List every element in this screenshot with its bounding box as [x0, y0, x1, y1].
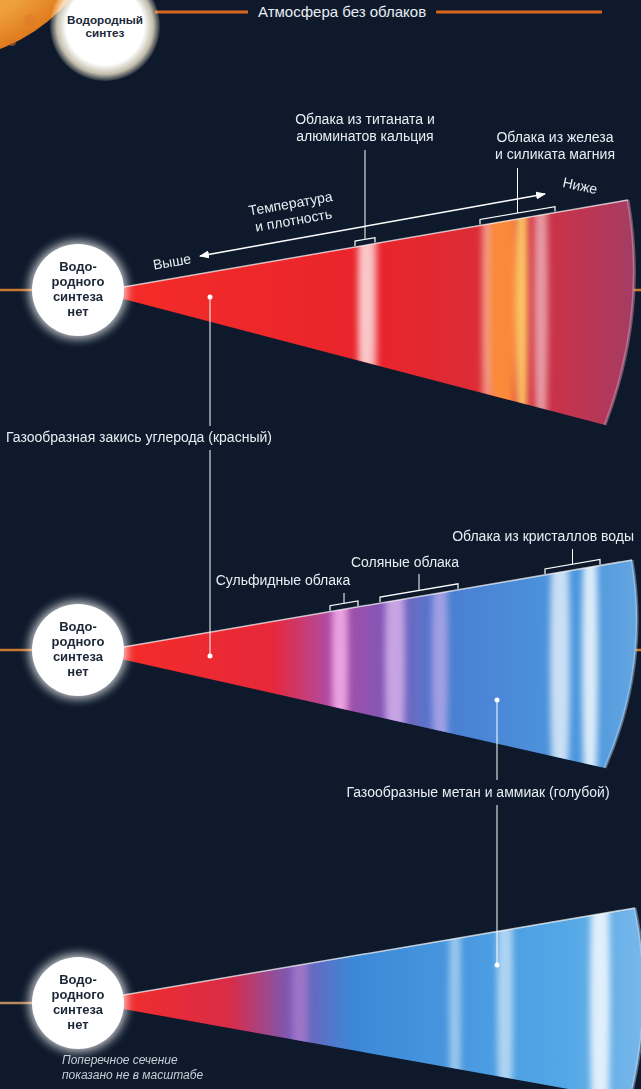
- node-label: Водородный синтез: [57, 13, 153, 40]
- leader-dot: [208, 295, 213, 300]
- cloud-band: [497, 820, 513, 1089]
- cloud-band: [488, 120, 516, 480]
- node-label: Водо- родного синтеза нет: [45, 620, 111, 680]
- cloud-label: Сульфидные облака: [216, 572, 351, 589]
- star-spot: [24, 14, 36, 26]
- cloud-band: [358, 130, 372, 470]
- cloud-band: [516, 120, 528, 480]
- section-heading: Атмосфера без облаков: [258, 3, 426, 21]
- no-fusion-circle: Водо- родного синтеза нет: [32, 604, 124, 696]
- leader-line: [210, 297, 211, 426]
- wedge-edge: [112, 908, 635, 997]
- leader-line: [497, 805, 498, 965]
- leader-dot: [495, 698, 500, 703]
- cloud-band: [432, 500, 448, 820]
- cloud-label: Облака из железа и силиката магния: [491, 129, 619, 163]
- cloud-band: [590, 800, 610, 1089]
- cloud-band: [332, 500, 348, 820]
- no-fusion-circle: Водо- родного синтеза нет: [32, 957, 124, 1049]
- leader-dot: [495, 963, 500, 968]
- caption: Поперечное сечение показано не в масштаб…: [62, 1053, 204, 1083]
- gas-label: Газообразная закись углерода (красный): [6, 429, 272, 446]
- fusion-glow: Водородный синтез: [50, 0, 160, 81]
- leader-line: [210, 450, 211, 656]
- leader-dot: [208, 654, 213, 659]
- star-spot: [8, 38, 16, 46]
- cloud-band: [449, 820, 461, 1089]
- leader-line: [419, 574, 420, 591]
- leader-line: [572, 549, 573, 564]
- cloud-band: [534, 120, 548, 480]
- leader-line: [497, 700, 498, 780]
- atmosphere-wedge: [112, 908, 641, 1089]
- no-fusion-circle: Водо- родного синтеза нет: [32, 244, 124, 336]
- leader-line: [517, 168, 518, 213]
- node-label: Водо- родного синтеза нет: [45, 260, 111, 320]
- cloud-label: Облака из титаната и алюминатов кальция: [290, 111, 440, 145]
- wedge-rim: [630, 908, 641, 1089]
- cloud-band: [371, 130, 377, 470]
- gas-label: Газообразные метан и аммиак (голубой): [346, 784, 609, 801]
- cloud-label: Соляные облака: [351, 554, 459, 571]
- leader-line: [365, 150, 366, 239]
- axis-end-label: Ниже: [561, 174, 599, 198]
- cloud-band: [292, 820, 308, 1089]
- cloud-label: Облака из кристаллов воды: [452, 528, 634, 545]
- wedge-edge: [112, 560, 632, 649]
- axis-end-label: Выше: [152, 250, 193, 273]
- wedge-edge: [112, 200, 628, 289]
- heading-rule: [155, 11, 248, 14]
- wedge-rim: [605, 200, 634, 425]
- node-label: Водо- родного синтеза нет: [45, 973, 111, 1033]
- leader-line: [344, 593, 345, 603]
- wedge-rim: [605, 560, 637, 768]
- heading-rule: [436, 11, 602, 14]
- axis-label: Температура и плотность: [245, 188, 339, 237]
- cloud-band: [385, 500, 405, 820]
